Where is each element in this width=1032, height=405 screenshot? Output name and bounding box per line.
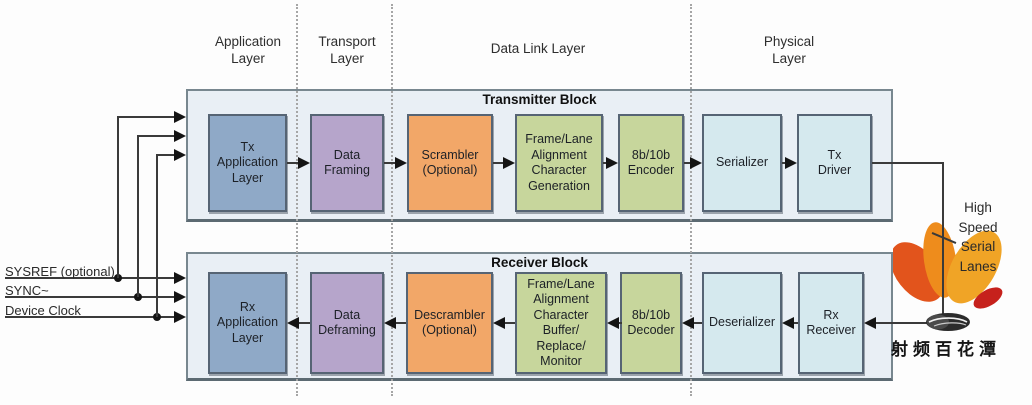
block-frame-lane-buffer: Frame/Lane Alignment Character Buffer/ R… — [515, 272, 607, 374]
rx-connector-line — [619, 322, 622, 324]
divider-application-transport — [296, 4, 298, 396]
layer-heading-physical: Physical Layer — [763, 34, 815, 66]
flower-logo-icon — [893, 222, 1003, 309]
sync-label: SYNC~ — [5, 283, 49, 298]
high-speed-serial-lanes-label: High Speed Serial Lanes — [958, 200, 998, 274]
serial-lane-bottom-wire — [876, 322, 944, 324]
block-serializer: Serializer — [702, 114, 782, 212]
block-tx-driver: Tx Driver — [797, 114, 872, 212]
layer-heading-transport: Transport Layer — [318, 34, 376, 66]
rx-connector-line — [794, 322, 798, 324]
rx-connector-line — [694, 322, 702, 324]
arrowhead-right-icon — [298, 157, 310, 169]
arrowhead-left-icon — [682, 317, 694, 329]
arrowhead-right-icon — [174, 149, 186, 161]
sysref-wire — [5, 277, 174, 279]
tx-connector-line — [493, 162, 503, 164]
block-data-deframing: Data Deframing — [310, 272, 384, 374]
transmitter-block-title: Transmitter Block — [482, 92, 597, 107]
divider-transport-datalink — [391, 4, 393, 396]
block-deserializer: Deserializer — [702, 272, 782, 374]
sysref-label: SYSREF (optional) — [5, 264, 115, 279]
junction-dot — [134, 293, 142, 301]
block-frame-lane-generation: Frame/Lane Alignment Character Generatio… — [515, 114, 603, 212]
sysref-tx-stub-wire — [117, 116, 175, 118]
block-scrambler: Scrambler (Optional) — [407, 114, 493, 212]
block-tx-application-layer: Tx Application Layer — [208, 114, 287, 212]
layer-heading-application: Application Layer — [214, 34, 282, 66]
serial-lane-top-wire — [872, 162, 944, 164]
arrowhead-left-icon — [864, 317, 876, 329]
sync-riser-wire — [137, 135, 139, 297]
arrowhead-left-icon — [287, 317, 299, 329]
block-rx-receiver: Rx Receiver — [798, 272, 864, 374]
rx-connector-line — [396, 322, 406, 324]
arrowhead-right-icon — [606, 157, 618, 169]
tx-connector-line — [384, 162, 395, 164]
device-clock-tx-stub-wire — [156, 154, 175, 156]
tx-connector-line — [287, 162, 298, 164]
junction-dot — [114, 274, 122, 282]
arrowhead-left-icon — [782, 317, 794, 329]
rx-connector-line — [299, 322, 310, 324]
junction-dot — [153, 313, 161, 321]
arrowhead-right-icon — [174, 111, 186, 123]
divider-datalink-physical — [690, 4, 692, 396]
tx-connector-line — [603, 162, 606, 164]
arrowhead-left-icon — [384, 317, 396, 329]
arrowhead-right-icon — [174, 291, 186, 303]
arrowhead-right-icon — [395, 157, 407, 169]
stone-icon — [926, 313, 970, 331]
watermark-text: 射频百花潭 — [891, 340, 1001, 359]
serial-lane-vertical-wire — [942, 162, 944, 323]
sync-tx-stub-wire — [137, 135, 175, 137]
block-descrambler: Descrambler (Optional) — [406, 272, 493, 374]
sync-wire — [5, 296, 174, 298]
block-8b10b-encoder: 8b/10b Encoder — [618, 114, 684, 212]
arrowhead-right-icon — [174, 130, 186, 142]
device-clock-riser-wire — [156, 154, 158, 317]
arrowhead-right-icon — [690, 157, 702, 169]
arrowhead-left-icon — [493, 317, 505, 329]
arrowhead-right-icon — [785, 157, 797, 169]
layer-heading-data-link: Data Link Layer — [490, 41, 586, 56]
tx-connector-line — [782, 162, 785, 164]
arrowhead-right-icon — [174, 272, 186, 284]
block-8b10b-decoder: 8b/10b Decoder — [620, 272, 682, 374]
block-data-framing: Data Framing — [310, 114, 384, 212]
device-clock-wire — [5, 316, 174, 318]
rx-connector-line — [505, 322, 515, 324]
arrowhead-right-icon — [503, 157, 515, 169]
sysref-riser-wire — [117, 116, 119, 278]
receiver-block-title: Receiver Block — [491, 255, 588, 270]
arrowhead-right-icon — [174, 311, 186, 323]
device-clock-label: Device Clock — [5, 303, 81, 318]
arrowhead-left-icon — [607, 317, 619, 329]
block-rx-application-layer: Rx Application Layer — [208, 272, 287, 374]
tx-connector-line — [684, 162, 690, 164]
